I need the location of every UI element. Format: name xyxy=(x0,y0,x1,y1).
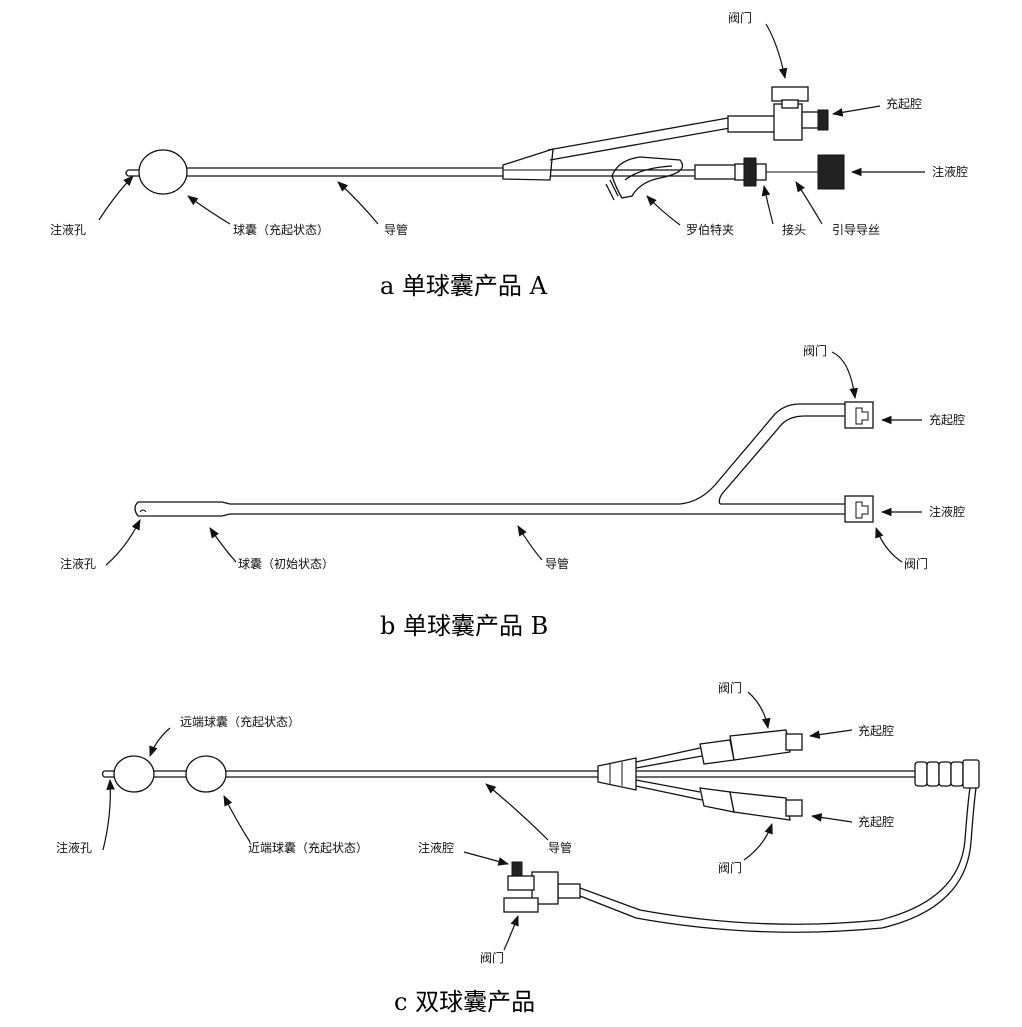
label-c-valve-mid: 阀门 xyxy=(718,860,742,875)
label-c-proximal-balloon: 近端球囊（充起状态） xyxy=(248,840,368,855)
arrow-a-clamp xyxy=(646,195,681,226)
arrow-b-valve-top xyxy=(831,351,859,400)
arrow-a-valve xyxy=(765,23,788,80)
label-c-injection-hole: 注液孔 xyxy=(56,840,92,855)
label-a-injection-lumen: 注液腔 xyxy=(932,164,968,179)
label-a-inflation-lumen: 充起腔 xyxy=(886,96,922,111)
arrow-a-connector xyxy=(761,184,774,225)
arrow-b-catheter xyxy=(517,525,543,561)
label-b-injection-hole: 注液孔 xyxy=(60,556,96,571)
arrow-a-guidewire xyxy=(795,181,823,225)
caption-a: a 单球囊产品 A xyxy=(380,272,548,300)
label-c-catheter: 导管 xyxy=(548,840,572,855)
label-c-distal-balloon: 远端球囊（充起状态） xyxy=(180,714,300,729)
label-b-valve-bottom: 阀门 xyxy=(904,556,928,571)
arrow-c-catheter xyxy=(485,783,549,841)
arrow-c-injection xyxy=(463,851,510,866)
label-c-inflation-lumen-top: 充起腔 xyxy=(858,723,894,738)
arrow-c-valve-top xyxy=(747,691,771,730)
panel-c: 阀门 充起腔 远端球囊（充起状态） 注液孔 近端球囊（充起状态） 导管 注液腔 … xyxy=(56,680,980,1016)
arrow-a-hole xyxy=(98,175,134,221)
label-b-injection-lumen: 注液腔 xyxy=(929,504,965,519)
label-c-inflation-lumen-bottom: 充起腔 xyxy=(858,814,894,829)
arrow-c-proximal-balloon xyxy=(223,795,251,843)
panel-b: 阀门 充起腔 注液腔 注液孔 球囊（初始状态） 导管 阀门 b 单球囊产品 B xyxy=(60,343,965,640)
panel-a: 阀门 充起腔 注液腔 注液孔 球囊（充起状态） 导管 罗伯特夹 接头 引导导丝 … xyxy=(50,10,968,300)
arrow-c-inflation-bottom xyxy=(810,813,853,823)
label-a-valve: 阀门 xyxy=(728,10,752,25)
arrow-b-balloon xyxy=(209,527,237,563)
arrow-b-hole xyxy=(105,519,141,566)
arrow-a-inflation xyxy=(831,105,881,117)
caption-c: c 双球囊产品 xyxy=(394,988,535,1016)
arrow-a-catheter xyxy=(337,181,379,225)
label-b-catheter: 导管 xyxy=(545,556,569,571)
arrow-c-hole xyxy=(102,778,115,851)
label-a-robert-clamp: 罗伯特夹 xyxy=(686,222,734,237)
caption-b: b 单球囊产品 B xyxy=(380,612,548,640)
label-a-guide-wire: 引导导丝 xyxy=(832,223,880,237)
catheter-c-drawing xyxy=(101,729,980,933)
label-c-valve-bottom: 阀门 xyxy=(480,950,504,965)
arrow-c-inflation-top xyxy=(808,729,853,739)
catheter-b-drawing xyxy=(134,401,874,523)
label-a-balloon: 球囊（充起状态） xyxy=(233,222,329,237)
label-c-valve-top: 阀门 xyxy=(718,680,742,695)
label-a-catheter: 导管 xyxy=(384,222,408,237)
label-c-injection-lumen: 注液腔 xyxy=(418,840,454,855)
label-b-balloon: 球囊（初始状态） xyxy=(238,556,334,571)
arrow-a-balloon xyxy=(187,195,231,225)
label-b-inflation-lumen: 充起腔 xyxy=(929,412,965,427)
catheter-a-drawing xyxy=(125,86,845,201)
label-a-connector: 接头 xyxy=(782,222,806,237)
label-a-injection-hole: 注液孔 xyxy=(50,222,86,237)
arrow-c-distal-balloon xyxy=(149,727,171,758)
arrow-b-valve-bottom xyxy=(875,526,903,563)
label-b-valve-top: 阀门 xyxy=(803,343,827,358)
arrow-c-valve-mid xyxy=(743,822,773,861)
arrow-c-valve-bottom xyxy=(503,914,519,951)
